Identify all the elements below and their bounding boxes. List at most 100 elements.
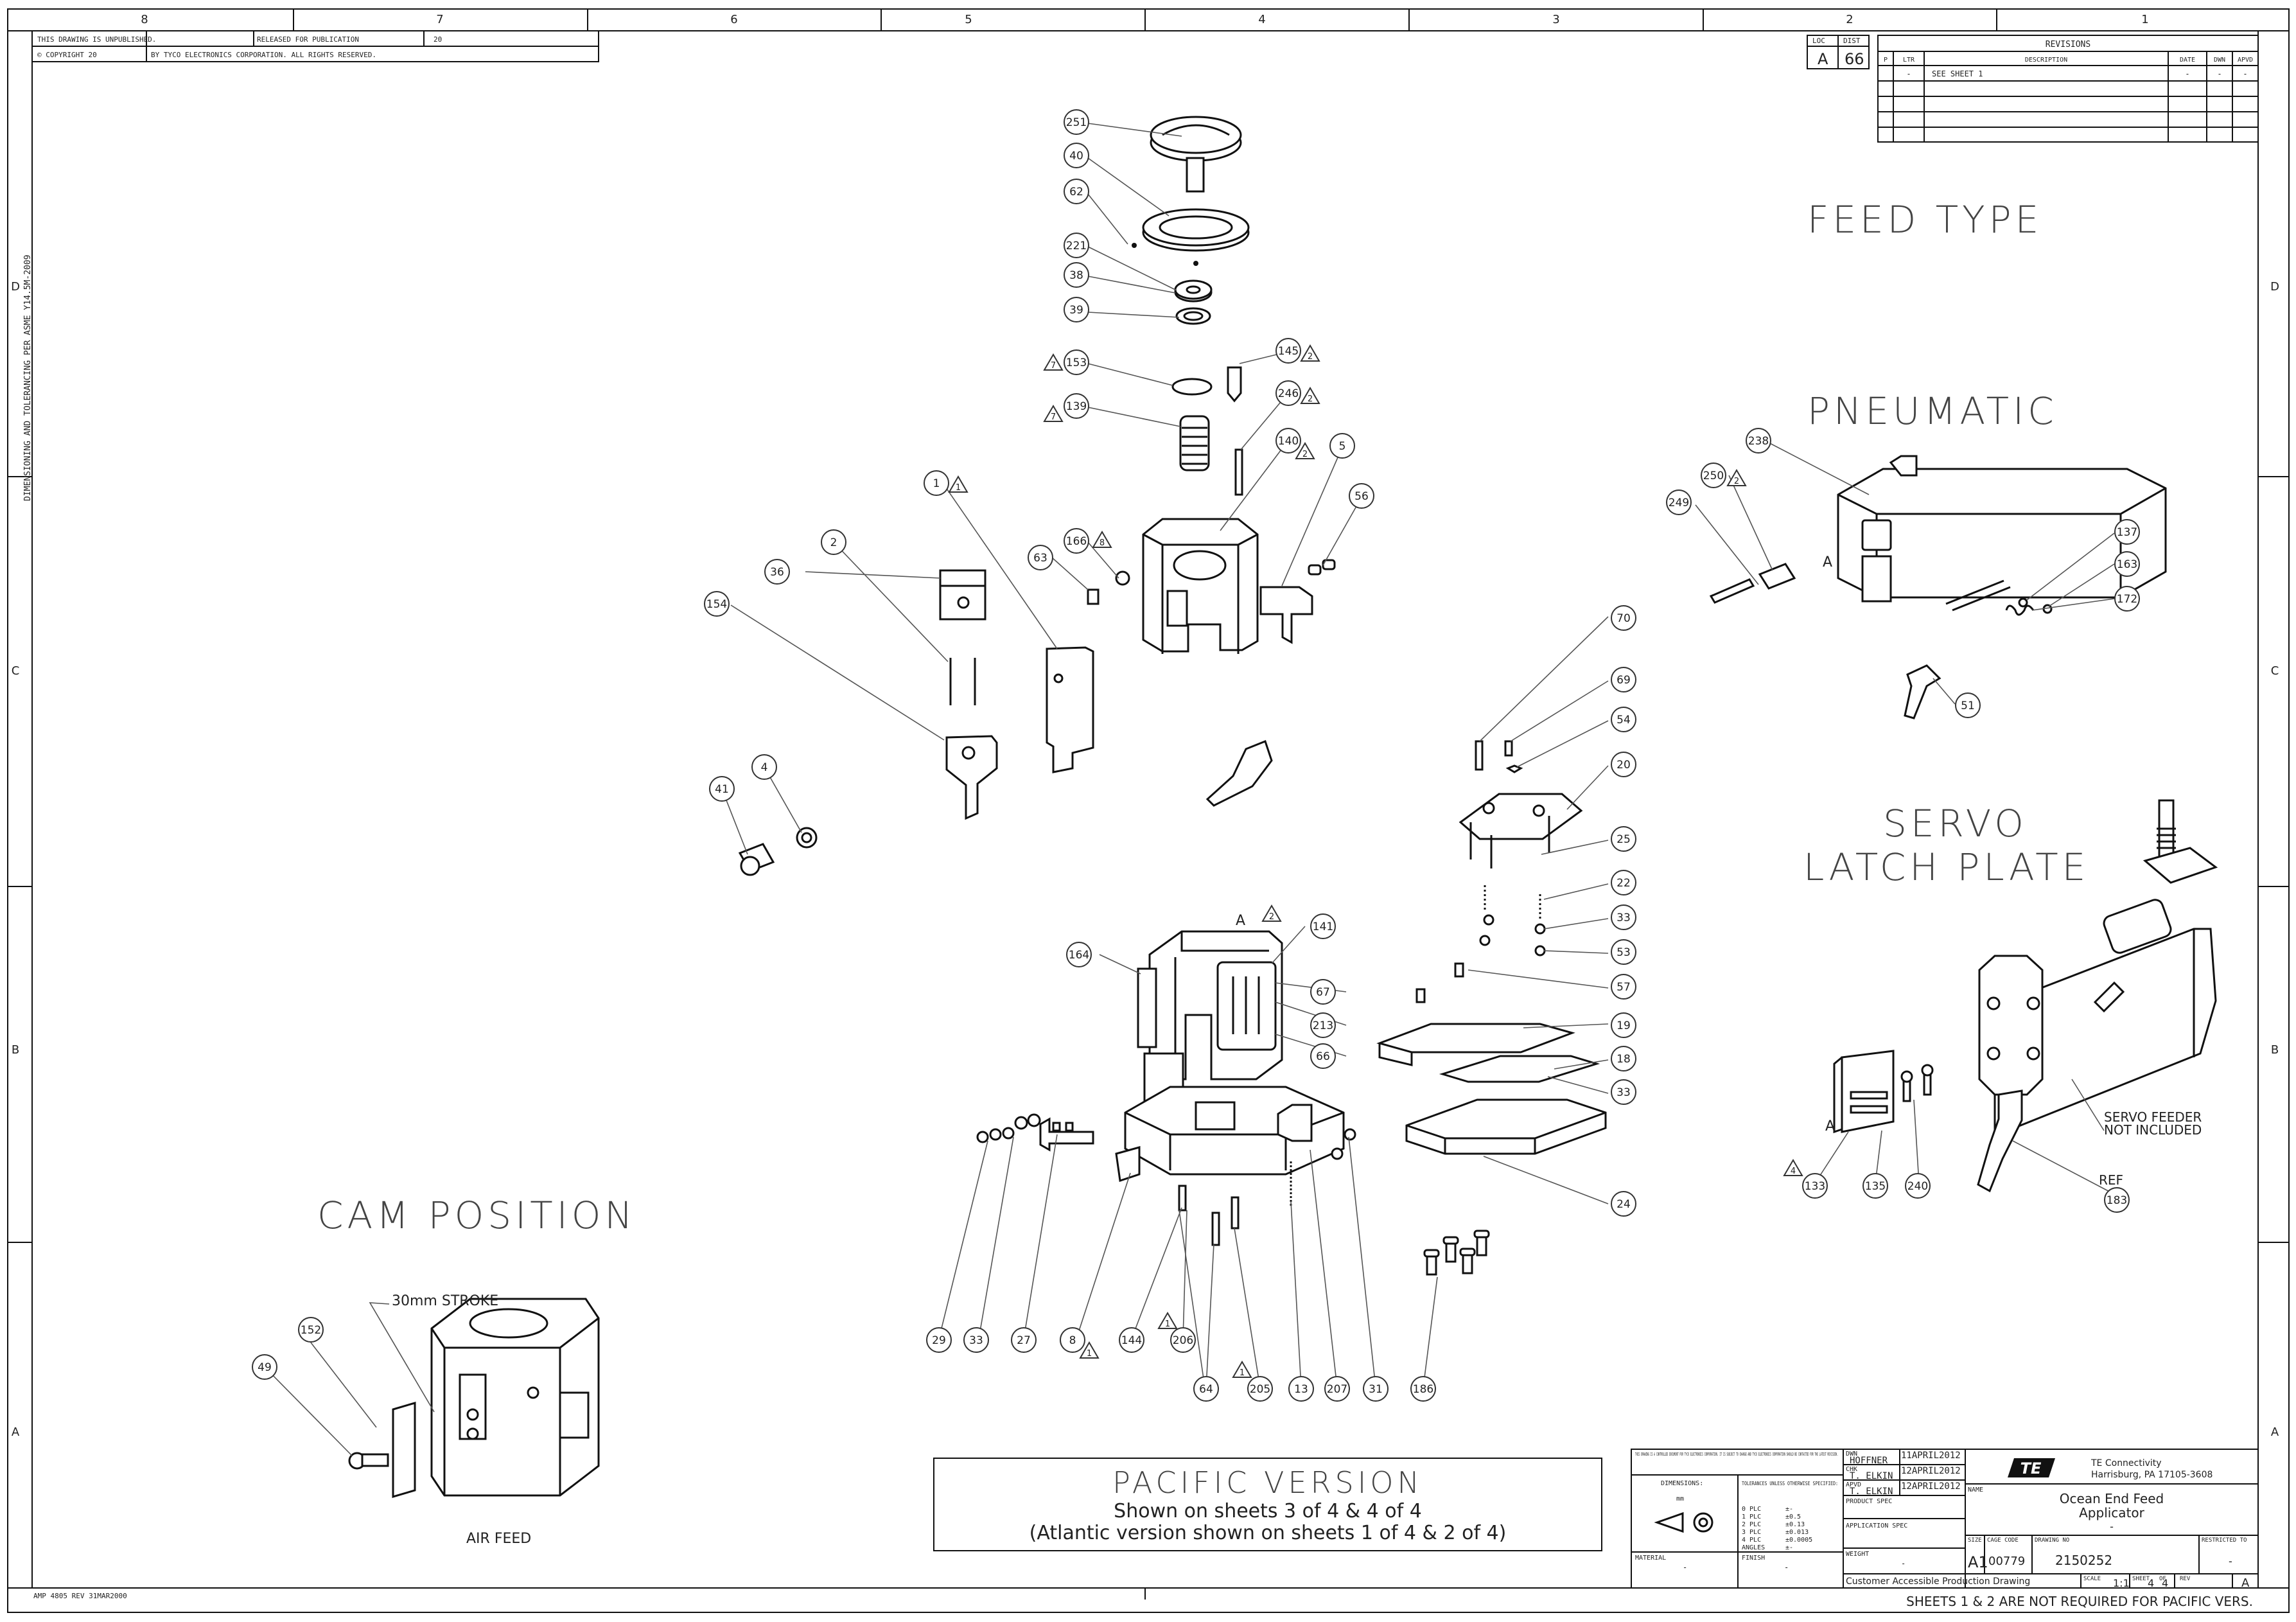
ref-note: REF [2099, 1172, 2123, 1188]
unpublished-text: THIS DRAWING IS UNPUBLISHED. [37, 35, 156, 44]
balloon-39: 39 [1064, 297, 1089, 322]
svg-text:49: 49 [258, 1361, 272, 1374]
flag-140: 2 [1295, 442, 1315, 459]
dwn-name: HOFFNER [1850, 1456, 1888, 1466]
svg-text:2: 2 [1308, 394, 1313, 404]
svg-text:56: 56 [1354, 490, 1369, 503]
tol-1-label: 1 PLC [1742, 1513, 1761, 1521]
leader-lines [264, 123, 2116, 1456]
name-line-2: Applicator [2079, 1505, 2145, 1521]
flag-139: 7 [1043, 405, 1064, 422]
servo-feeder-note-1: SERVO FEEDER [2104, 1109, 2202, 1125]
zone-row-c-right: C [2271, 664, 2279, 678]
balloon-67: 67 [1310, 979, 1336, 1005]
svg-text:221: 221 [1066, 240, 1087, 252]
svg-text:7: 7 [1051, 412, 1056, 422]
top-stack-drawing [1087, 116, 1336, 807]
restricted-value: - [2229, 1555, 2232, 1567]
rev-col-date: DATE [2180, 57, 2195, 64]
svg-text:213: 213 [1313, 1019, 1333, 1032]
tol-5-value: ±- [1785, 1544, 1793, 1551]
zone-col-5: 5 [965, 13, 972, 26]
svg-text:40: 40 [1069, 150, 1083, 163]
svg-text:2: 2 [1302, 450, 1308, 459]
size-label: SIZE [1968, 1537, 1982, 1544]
size-value: A1 [1968, 1553, 1988, 1571]
sheet-label: SHEET [2132, 1576, 2150, 1582]
copyright-text: © COPYRIGHT 20 [37, 51, 97, 59]
svg-text:27: 27 [1017, 1334, 1031, 1347]
balloon-27: 27 [1011, 1327, 1037, 1353]
balloon-31: 31 [1363, 1376, 1389, 1402]
dwn-date: 11APRIL2012 [1901, 1450, 1961, 1461]
of-value: 4 [2162, 1577, 2168, 1589]
center-assembly-drawing [976, 930, 1356, 1246]
balloon-206: 206 [1170, 1327, 1196, 1353]
balloon-145: 145 [1275, 338, 1301, 364]
svg-text:54: 54 [1617, 714, 1631, 727]
svg-text:183: 183 [2107, 1194, 2127, 1207]
tolerance-list: 0 PLC ±- 1 PLC ±0.5 2 PLC ±0.13 3 PLC ±0… [1742, 1506, 1812, 1551]
balloon-2: 2 [821, 529, 846, 555]
balloon-64: 64 [1193, 1376, 1219, 1402]
balloon-8: 8 [1060, 1327, 1085, 1353]
drawing-no-label: DRAWING NO [2035, 1537, 2069, 1544]
footer-note: SHEETS 1 & 2 ARE NOT REQUIRED FOR PACIFI… [1906, 1594, 2253, 1609]
svg-text:206: 206 [1173, 1334, 1193, 1347]
svg-text:2: 2 [1308, 352, 1313, 362]
heading-feed-type: FEED TYPE [1807, 198, 2042, 242]
flag-1: 1 [948, 475, 968, 493]
svg-text:62: 62 [1069, 186, 1083, 198]
svg-text:152: 152 [301, 1324, 321, 1337]
svg-text:64: 64 [1199, 1383, 1213, 1396]
zone-row-labels: D C B A D C B A [11, 280, 2279, 1439]
right-stack-drawing [1376, 740, 1607, 1276]
material-value: - [1683, 1563, 1687, 1572]
svg-text:1: 1 [933, 477, 940, 490]
rev-row-ltr: - [1906, 69, 1911, 78]
balloon-246: 246 [1275, 380, 1301, 406]
tol-0-label: 0 PLC [1742, 1506, 1761, 1513]
svg-text:207: 207 [1327, 1383, 1347, 1396]
customer-note: Customer Accessible Production Drawing [1846, 1576, 2030, 1587]
zone-row-a-left: A [12, 1425, 20, 1439]
balloon-5: 5 [1329, 433, 1355, 459]
svg-text:186: 186 [1413, 1383, 1433, 1396]
svg-text:246: 246 [1278, 387, 1299, 400]
balloon-66: 66 [1310, 1043, 1336, 1069]
svg-text:19: 19 [1617, 1019, 1631, 1032]
balloon-69: 69 [1611, 667, 1636, 692]
svg-text:24: 24 [1617, 1198, 1631, 1211]
chk-date: 12APRIL2012 [1901, 1466, 1961, 1476]
te-logo: TE [2008, 1458, 2055, 1477]
balloon-53: 53 [1611, 939, 1636, 965]
servo-feeder-note-2: NOT INCLUDED [2104, 1122, 2202, 1138]
balloon-137: 137 [2114, 519, 2140, 545]
servo-drawing [1833, 799, 2218, 1193]
flag-141: 2 [1261, 904, 1282, 922]
svg-text:18: 18 [1617, 1053, 1631, 1066]
svg-text:29: 29 [932, 1334, 946, 1347]
svg-text:7: 7 [1051, 361, 1056, 371]
tol-4-value: ±0.0005 [1785, 1537, 1812, 1544]
zone-row-c-left: C [12, 664, 20, 678]
svg-text:33: 33 [1617, 912, 1631, 924]
balloon-139: 139 [1064, 393, 1089, 419]
svg-text:135: 135 [1865, 1180, 1886, 1193]
flag-166: 8 [1092, 531, 1112, 548]
zone-col-8: 8 [141, 13, 148, 26]
svg-text:250: 250 [1703, 470, 1724, 482]
zone-row-d-left: D [11, 280, 20, 294]
zone-col-6: 6 [730, 13, 737, 26]
zone-column-labels: 8 7 6 5 4 3 2 1 [141, 13, 2148, 26]
flag-250: 2 [1726, 469, 1747, 486]
balloon-135: 135 [1862, 1173, 1888, 1199]
rev-row-apvd: - [2243, 69, 2247, 78]
svg-text:63: 63 [1033, 552, 1047, 565]
balloon-49: 49 [252, 1354, 277, 1380]
balloon-4: 4 [751, 754, 777, 780]
svg-text:5: 5 [1339, 440, 1346, 453]
cam-position-drawing [348, 1298, 600, 1499]
finish-label: FINISH [1742, 1555, 1765, 1562]
name-line-3: - [2110, 1521, 2114, 1533]
